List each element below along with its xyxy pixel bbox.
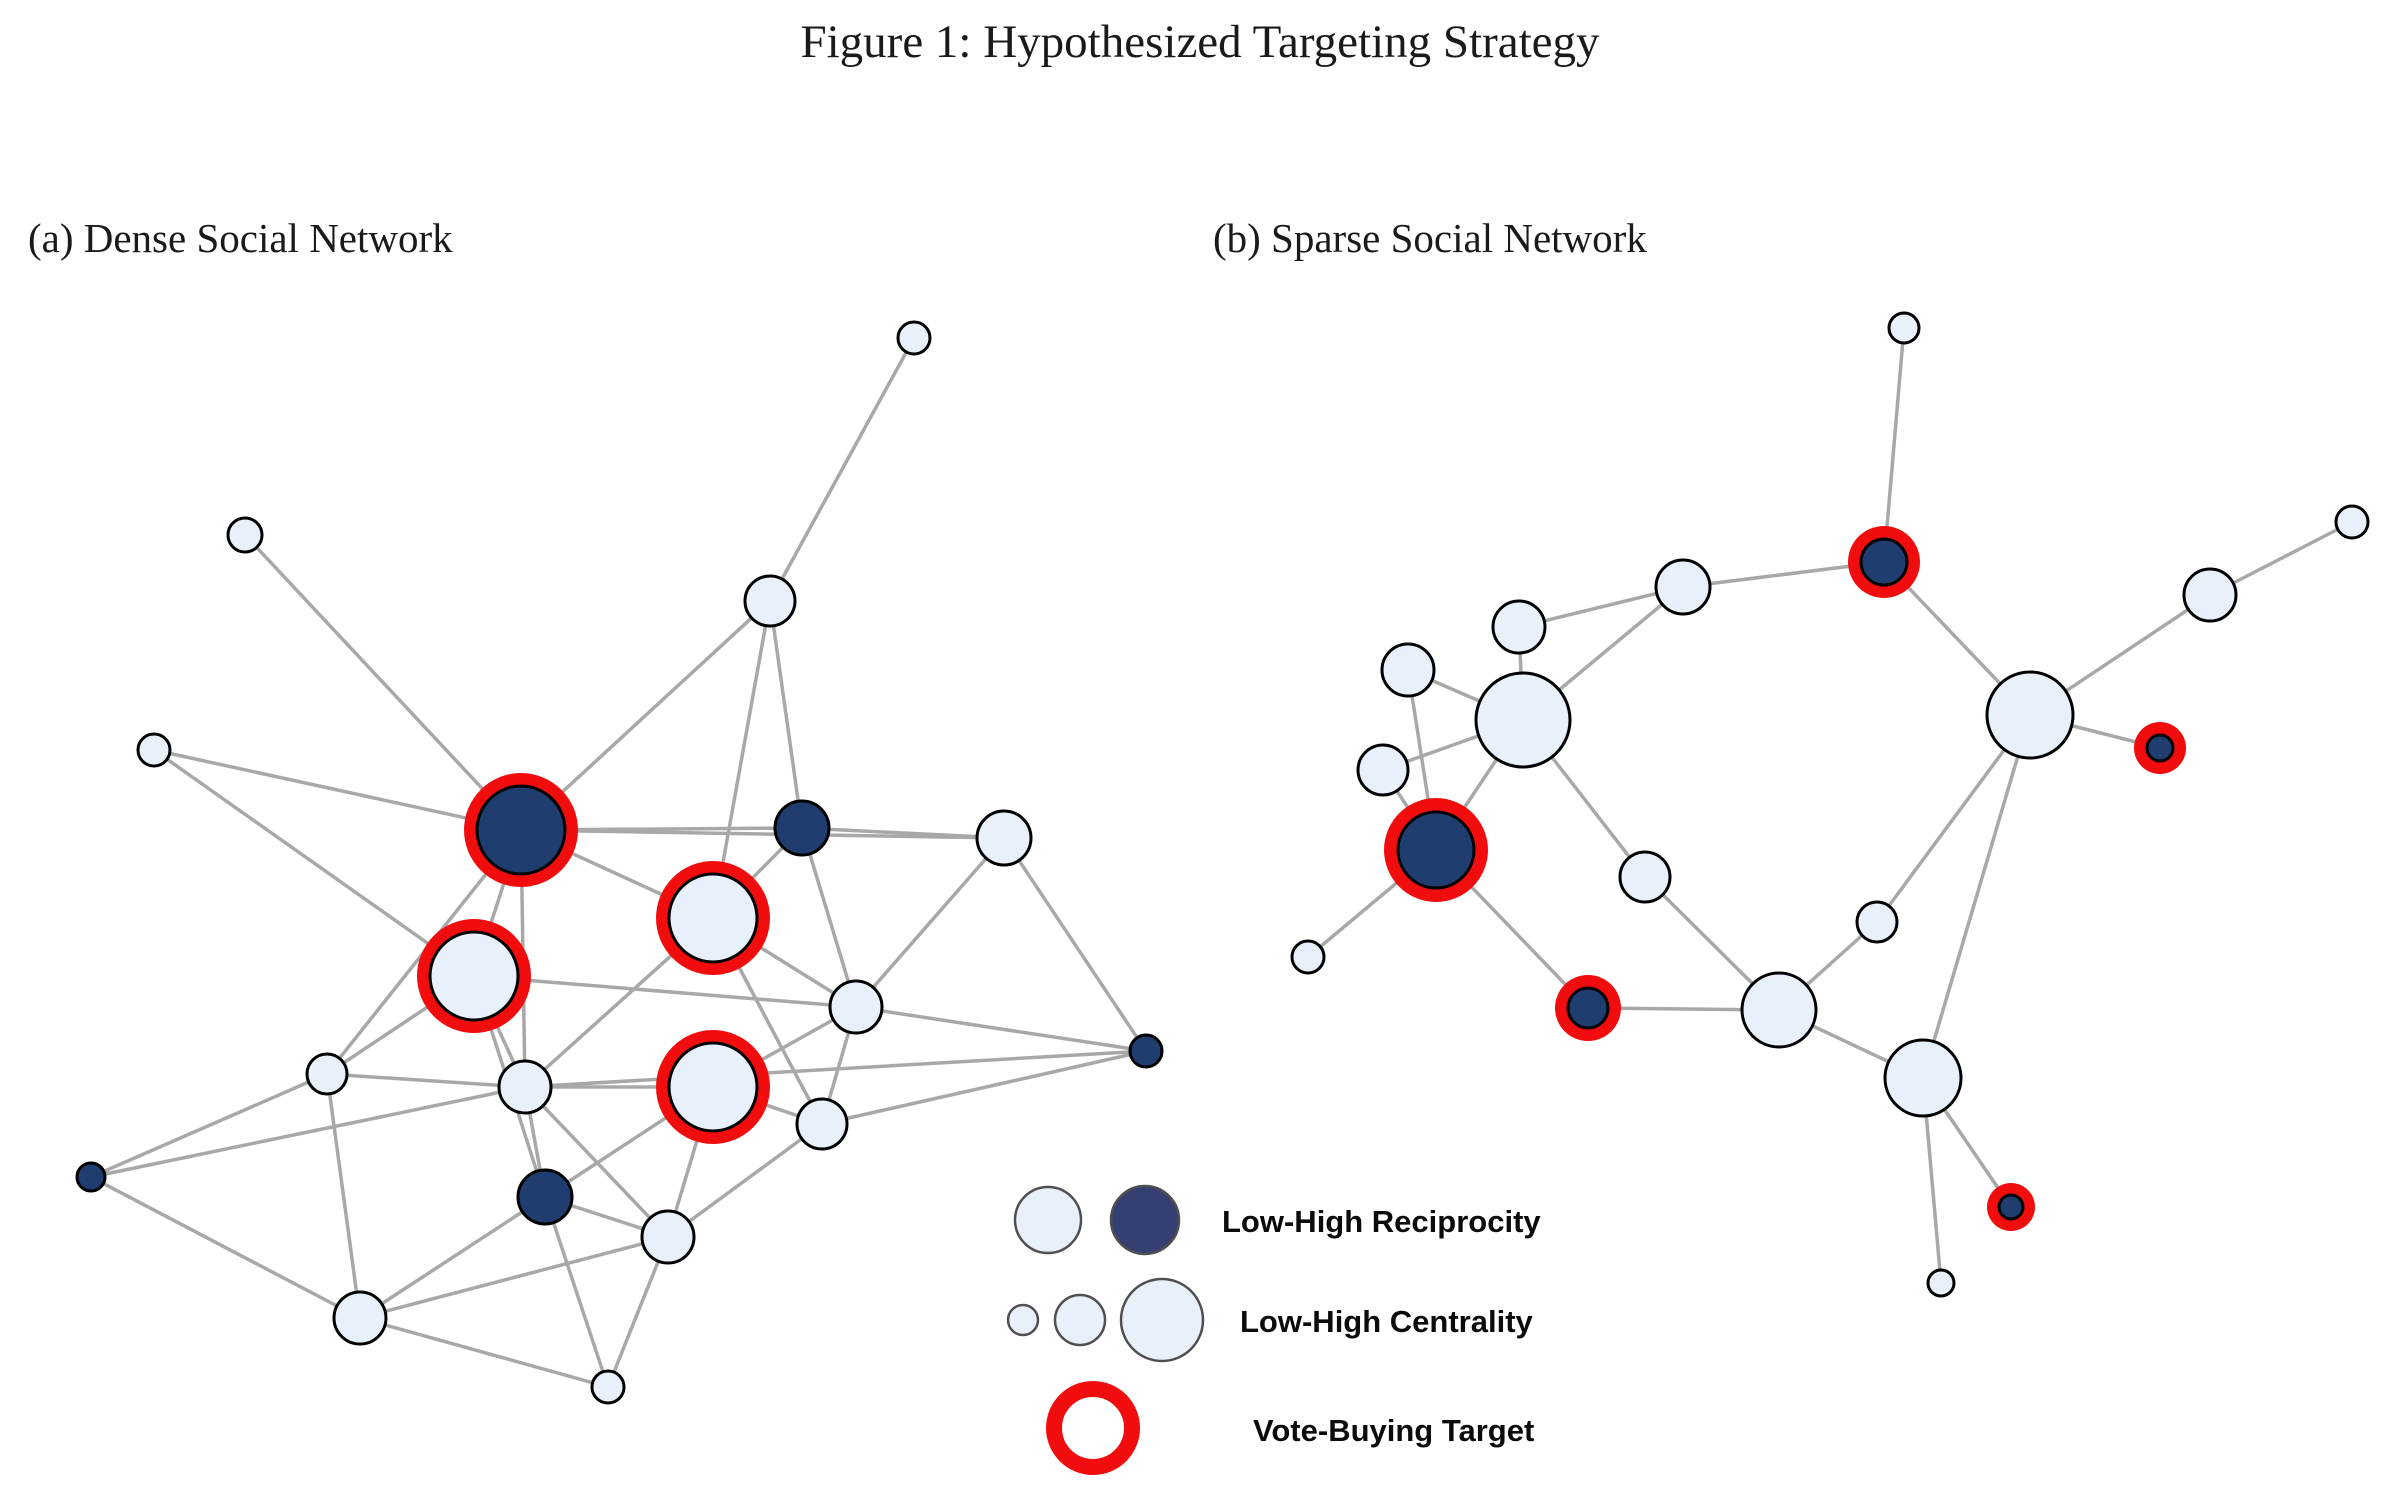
- legend-vote-buying-ring: [1046, 1381, 1140, 1475]
- network-edge: [359, 1235, 669, 1320]
- network-edge: [523, 1085, 670, 1239]
- network-edge: [854, 836, 1006, 1009]
- network-edge: [152, 748, 476, 978]
- vote-buying-target-node: [1566, 986, 1610, 1030]
- network-edge: [90, 1072, 328, 1179]
- legend-node-swatch: [1109, 1184, 1181, 1256]
- network-edge: [90, 1175, 361, 1320]
- network-edge: [153, 748, 522, 832]
- legend-node-swatch: [1053, 1293, 1107, 1347]
- network-node: [332, 1290, 388, 1346]
- network-node: [75, 1161, 107, 1193]
- network-node: [590, 1369, 626, 1405]
- network-node: [1985, 670, 2075, 760]
- network-edge: [90, 1085, 526, 1179]
- network-node: [795, 1097, 849, 1151]
- network-node: [136, 732, 172, 768]
- network-node: [226, 516, 264, 554]
- network-node: [1380, 642, 1436, 698]
- dense-network: [75, 320, 1164, 1405]
- network-node: [1491, 599, 1547, 655]
- network-node: [1887, 311, 1921, 345]
- vote-buying-target-node: [1859, 537, 1909, 587]
- network-node: [1474, 671, 1572, 769]
- legend-label-reciprocity: Low-High Reciprocity: [1222, 1204, 1541, 1239]
- network-edge: [325, 1073, 362, 1319]
- network-edge: [800, 827, 858, 1008]
- network-node: [1654, 558, 1712, 616]
- vote-buying-target-node: [475, 784, 567, 876]
- network-edge: [768, 600, 804, 829]
- network-edge: [1921, 714, 2032, 1079]
- network-edge: [1002, 837, 1148, 1052]
- network-edge: [855, 1005, 1147, 1053]
- legend-node-swatch: [1006, 1303, 1040, 1337]
- network-node: [773, 799, 831, 857]
- network-node: [2334, 504, 2370, 540]
- legend-marks: [1006, 1184, 1205, 1475]
- network-node: [1356, 743, 1410, 797]
- network-node: [896, 320, 932, 356]
- network-edge: [520, 828, 1005, 840]
- vote-buying-target-node: [667, 1041, 759, 1133]
- network-node: [305, 1052, 349, 1096]
- network-edge: [359, 1195, 546, 1320]
- network-node: [1883, 1038, 1963, 1118]
- network-node: [516, 1168, 574, 1226]
- network-node: [743, 574, 797, 628]
- network-edge: [768, 337, 916, 602]
- network-node: [1290, 939, 1326, 975]
- legend: Low-High Reciprocity Low-High Centrality…: [1006, 1184, 1541, 1475]
- network-edge: [243, 533, 523, 832]
- network-node: [975, 809, 1033, 867]
- legend-node-swatch: [1119, 1277, 1205, 1363]
- network-edge: [543, 1196, 610, 1388]
- vote-buying-target-node: [1997, 1193, 2025, 1221]
- vote-buying-target-node: [2145, 733, 2175, 763]
- network-node: [640, 1209, 696, 1265]
- panel-b-title: (b) Sparse Social Network: [1213, 215, 1647, 261]
- network-edge: [801, 826, 1005, 840]
- network-node: [2182, 567, 2238, 623]
- vote-buying-target-node: [667, 872, 759, 964]
- network-edge: [1882, 327, 1906, 563]
- network-edge: [666, 1122, 824, 1239]
- network-node: [1618, 850, 1672, 904]
- network-node: [1128, 1033, 1164, 1069]
- vote-buying-target-node: [428, 930, 520, 1022]
- vote-buying-target-node: [1396, 810, 1476, 890]
- panel-a-title: (a) Dense Social Network: [28, 215, 453, 261]
- network-edge: [326, 1072, 526, 1089]
- network-node: [1855, 900, 1899, 944]
- legend-label-vote-buying-target: Vote-Buying Target: [1253, 1413, 1534, 1448]
- legend-node-swatch: [1013, 1185, 1083, 1255]
- network-edge: [473, 974, 857, 1009]
- sparse-network: [1290, 311, 2370, 1298]
- network-node: [828, 979, 884, 1035]
- network-edge: [359, 1316, 609, 1389]
- figure-title: Figure 1: Hypothesized Targeting Strateg…: [800, 16, 1600, 68]
- legend-label-centrality: Low-High Centrality: [1240, 1304, 1534, 1339]
- network-edge: [821, 1049, 1147, 1126]
- network-node: [497, 1059, 553, 1115]
- network-edge: [524, 1049, 1147, 1089]
- network-node: [1740, 971, 1818, 1049]
- network-node: [1926, 1268, 1956, 1298]
